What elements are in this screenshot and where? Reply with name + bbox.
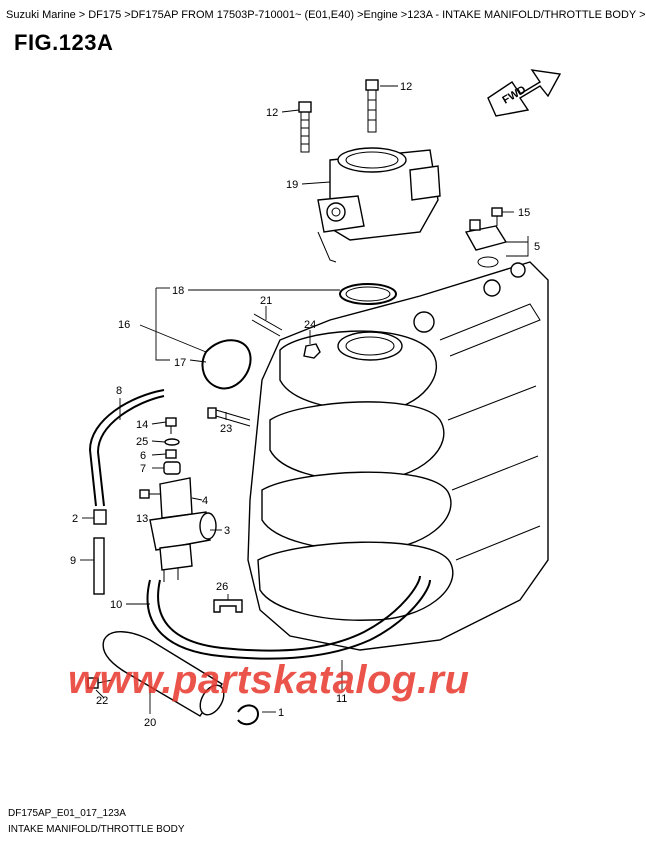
callout-14: 14	[136, 419, 148, 431]
intake-manifold	[247, 261, 549, 651]
callout-11: 11	[336, 693, 347, 705]
gasket-16	[201, 339, 252, 390]
callout-18: 18	[172, 285, 184, 297]
grommet-7	[163, 461, 181, 475]
diagram-caption: INTAKE MANIFOLD/THROTTLE BODY	[8, 824, 185, 835]
callout-10: 10	[110, 599, 122, 611]
screw-14	[165, 417, 177, 434]
bolt-12-right	[365, 79, 379, 133]
hose-9	[93, 537, 105, 595]
fwd-arrow-icon: FWD	[487, 69, 562, 117]
callout-26: 26	[216, 581, 228, 593]
parts-diagram: FWD	[70, 69, 562, 729]
callout-12b: 12	[400, 81, 412, 93]
leader-lines	[80, 85, 529, 714]
watermark: www.partskatalog.ru	[68, 658, 470, 702]
bolt-12-left	[298, 101, 312, 153]
callout-12a: 12	[266, 107, 278, 119]
bolt-23	[207, 407, 251, 427]
screw-13	[139, 489, 160, 499]
bolt-22	[87, 677, 113, 689]
gasket-18	[339, 283, 397, 305]
callout-19: 19	[286, 179, 298, 191]
callout-9: 9	[70, 555, 76, 567]
callout-15: 15	[518, 207, 530, 219]
clip-26	[213, 599, 243, 613]
throttle-body	[317, 147, 441, 263]
silencer-20	[102, 631, 225, 717]
diagram-code: DF175AP_E01_017_123A	[8, 808, 126, 819]
callout-2: 2	[72, 513, 78, 525]
callout-3: 3	[224, 525, 230, 537]
callout-20: 20	[144, 717, 156, 729]
callout-21: 21	[260, 295, 272, 307]
callout-22: 22	[96, 695, 108, 707]
clip-1	[237, 704, 260, 726]
clip-2	[93, 509, 107, 525]
callout-17: 17	[174, 357, 186, 369]
hose-10	[146, 575, 431, 660]
breadcrumb[interactable]: Suzuki Marine > DF175 >DF175AP FROM 1750…	[6, 9, 646, 21]
callout-6: 6	[140, 450, 146, 462]
washer-25	[164, 438, 180, 446]
collar-6	[165, 449, 177, 459]
callout-labels: 12 12 19 15 5 18 21 16 24 17 8 14 25 23 …	[70, 81, 540, 729]
callout-5: 5	[534, 241, 540, 253]
hose-8	[88, 389, 165, 507]
nut-24	[303, 343, 321, 359]
stud-21	[251, 313, 283, 337]
callout-24: 24	[304, 319, 316, 331]
solenoid-valve-3	[149, 511, 217, 582]
callout-25: 25	[136, 436, 148, 448]
callout-8: 8	[116, 385, 122, 397]
callout-4: 4	[202, 495, 208, 507]
callout-23: 23	[220, 423, 232, 435]
callout-13: 13	[136, 513, 148, 525]
callout-1: 1	[278, 707, 284, 719]
callout-7: 7	[140, 463, 146, 475]
screw-15	[491, 207, 503, 226]
callout-16: 16	[118, 319, 130, 331]
sensor-5	[464, 219, 508, 268]
figure-title: FIG.123A	[14, 30, 114, 55]
bracket-4	[159, 477, 193, 519]
